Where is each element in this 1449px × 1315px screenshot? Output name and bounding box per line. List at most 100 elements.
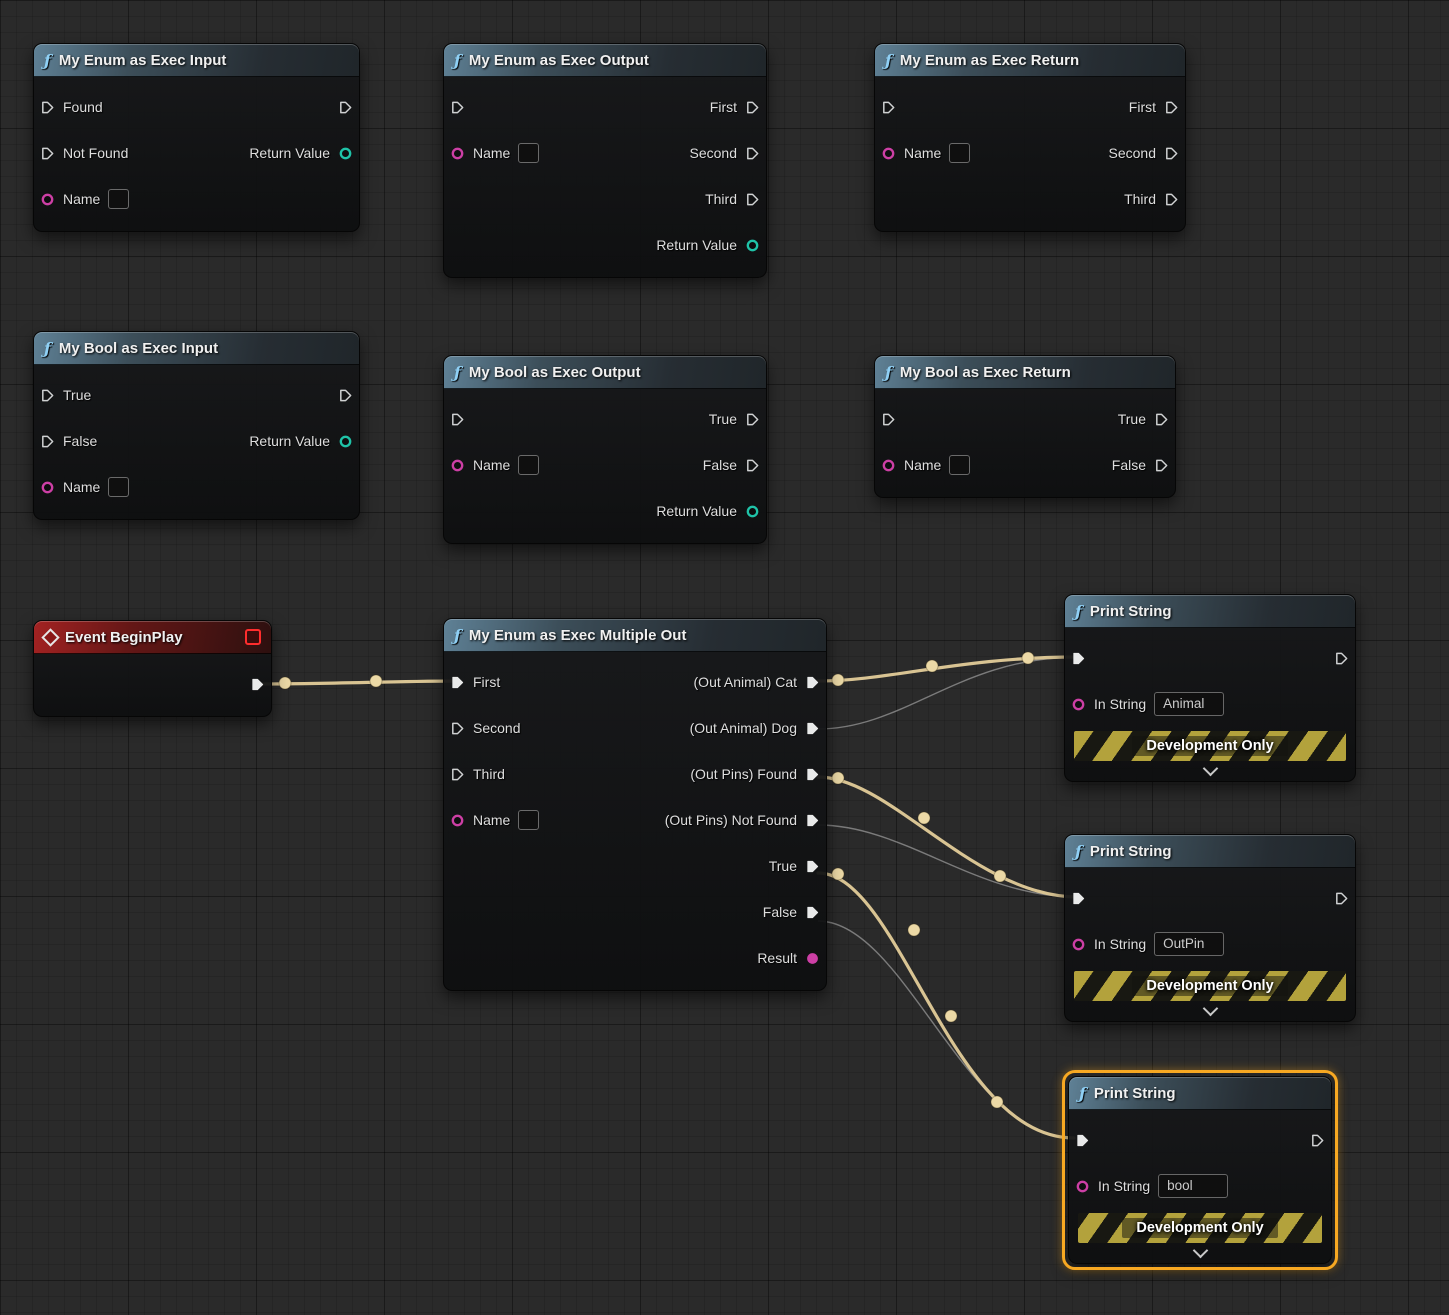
node-my-enum-as-exec-return[interactable]: ƒ My Enum as Exec Return Name First bbox=[874, 43, 1186, 232]
pin-return-value[interactable]: Return Value bbox=[650, 488, 766, 534]
pin-return-value[interactable]: Return Value bbox=[650, 222, 766, 268]
wire-found-to-print2[interactable] bbox=[816, 775, 1080, 899]
pin-name[interactable]: Name bbox=[34, 464, 135, 510]
string-pin-icon[interactable] bbox=[1075, 1179, 1090, 1194]
exec-pin-icon[interactable] bbox=[40, 100, 55, 115]
node-my-bool-as-exec-input[interactable]: ƒ My Bool as Exec Input True False Name bbox=[33, 331, 360, 520]
pin-false[interactable]: False bbox=[34, 418, 135, 464]
enum-pin-icon[interactable] bbox=[881, 458, 896, 473]
exec-pin-icon[interactable] bbox=[805, 675, 820, 690]
node-header[interactable]: ƒ My Enum as Exec Input bbox=[34, 44, 359, 77]
return-value-pin-icon[interactable] bbox=[338, 434, 353, 449]
exec-pin-icon[interactable] bbox=[450, 767, 465, 782]
exec-pin-icon[interactable] bbox=[1164, 146, 1179, 161]
result-pin-icon[interactable] bbox=[805, 951, 820, 966]
exec-pin-icon[interactable] bbox=[1154, 458, 1169, 473]
node-print-string-animal[interactable]: ƒ Print String In String Animal D bbox=[1064, 594, 1356, 782]
pin-name[interactable]: Name bbox=[875, 442, 976, 488]
enum-pin-icon[interactable] bbox=[40, 480, 55, 495]
pin-name[interactable]: Name bbox=[444, 130, 545, 176]
wire-notfound-to-print2[interactable] bbox=[817, 824, 1079, 898]
pin-exec-out[interactable] bbox=[1328, 635, 1355, 681]
pin-false[interactable]: False bbox=[697, 442, 766, 488]
name-value-field[interactable] bbox=[108, 189, 130, 209]
pin-name[interactable]: Name bbox=[444, 442, 545, 488]
pin-exec-in[interactable] bbox=[444, 84, 545, 130]
enum-pin-icon[interactable] bbox=[881, 146, 896, 161]
pin-out-pins-not-found[interactable]: (Out Pins) Not Found bbox=[659, 797, 826, 843]
pin-first[interactable]: First bbox=[444, 659, 545, 705]
exec-pin-icon[interactable] bbox=[745, 100, 760, 115]
exec-pin-icon[interactable] bbox=[40, 388, 55, 403]
in-string-field[interactable]: OutPin bbox=[1154, 932, 1225, 956]
exec-pin-icon[interactable] bbox=[250, 677, 265, 692]
enum-pin-icon[interactable] bbox=[450, 813, 465, 828]
enum-pin-icon[interactable] bbox=[450, 146, 465, 161]
node-my-enum-as-exec-output[interactable]: ƒ My Enum as Exec Output Name First bbox=[443, 43, 767, 278]
exec-pin-icon[interactable] bbox=[1310, 1133, 1325, 1148]
name-value-field[interactable] bbox=[518, 143, 540, 163]
exec-pin-icon[interactable] bbox=[40, 434, 55, 449]
pin-exec-in[interactable] bbox=[1069, 1117, 1234, 1163]
exec-pin-icon[interactable] bbox=[450, 100, 465, 115]
pin-true[interactable]: True bbox=[34, 372, 135, 418]
in-string-field[interactable]: Animal bbox=[1154, 692, 1225, 716]
exec-pin-icon[interactable] bbox=[1071, 651, 1086, 666]
node-my-bool-as-exec-return[interactable]: ƒ My Bool as Exec Return Name True bbox=[874, 355, 1176, 498]
exec-pin-icon[interactable] bbox=[338, 100, 353, 115]
exec-pin-icon[interactable] bbox=[450, 675, 465, 690]
node-header[interactable]: ƒ My Bool as Exec Return bbox=[875, 356, 1175, 389]
pin-out-pins-found[interactable]: (Out Pins) Found bbox=[684, 751, 826, 797]
pin-first[interactable]: First bbox=[1123, 84, 1185, 130]
exec-pin-icon[interactable] bbox=[745, 458, 760, 473]
node-header[interactable]: ƒ My Enum as Exec Multiple Out bbox=[444, 619, 826, 652]
exec-pin-icon[interactable] bbox=[1075, 1133, 1090, 1148]
node-header[interactable]: ƒ My Bool as Exec Output bbox=[444, 356, 766, 389]
node-header[interactable]: ƒ Print String bbox=[1069, 1077, 1331, 1110]
collapse-toggle[interactable] bbox=[1065, 760, 1355, 781]
pin-exec-in[interactable] bbox=[875, 84, 976, 130]
pin-return-value[interactable]: Return Value bbox=[243, 418, 359, 464]
pin-exec-out[interactable] bbox=[332, 84, 359, 130]
pin-exec-in[interactable] bbox=[875, 396, 976, 442]
name-value-field[interactable] bbox=[949, 143, 971, 163]
pin-in-string[interactable]: In String Animal bbox=[1065, 681, 1230, 727]
return-value-pin-icon[interactable] bbox=[338, 146, 353, 161]
return-value-pin-icon[interactable] bbox=[745, 238, 760, 253]
node-header[interactable]: ƒ My Enum as Exec Return bbox=[875, 44, 1185, 77]
enum-pin-icon[interactable] bbox=[40, 192, 55, 207]
exec-pin-icon[interactable] bbox=[881, 412, 896, 427]
node-print-string-outpin[interactable]: ƒ Print String In String OutPin D bbox=[1064, 834, 1356, 1022]
exec-pin-icon[interactable] bbox=[745, 192, 760, 207]
node-my-enum-as-exec-multiple-out[interactable]: ƒ My Enum as Exec Multiple Out First Sec… bbox=[443, 618, 827, 991]
exec-pin-icon[interactable] bbox=[745, 146, 760, 161]
exec-pin-icon[interactable] bbox=[745, 412, 760, 427]
pin-second[interactable]: Second bbox=[1103, 130, 1185, 176]
pin-not-found[interactable]: Not Found bbox=[34, 130, 135, 176]
enum-pin-icon[interactable] bbox=[450, 458, 465, 473]
pin-false[interactable]: False bbox=[757, 889, 826, 935]
pin-second[interactable]: Second bbox=[444, 705, 545, 751]
pin-third[interactable]: Third bbox=[1118, 176, 1185, 222]
exec-pin-icon[interactable] bbox=[450, 721, 465, 736]
pin-result[interactable]: Result bbox=[751, 935, 826, 981]
pin-exec-out[interactable] bbox=[244, 661, 271, 707]
exec-pin-icon[interactable] bbox=[805, 859, 820, 874]
pin-true[interactable]: True bbox=[703, 396, 766, 442]
pin-third[interactable]: Third bbox=[699, 176, 766, 222]
pin-out-animal-dog[interactable]: (Out Animal) Dog bbox=[684, 705, 826, 751]
pin-exec-in[interactable] bbox=[1065, 875, 1230, 921]
node-header[interactable]: ƒ Print String bbox=[1065, 595, 1355, 628]
exec-pin-icon[interactable] bbox=[1154, 412, 1169, 427]
pin-third[interactable]: Third bbox=[444, 751, 545, 797]
string-pin-icon[interactable] bbox=[1071, 697, 1086, 712]
node-my-enum-as-exec-input[interactable]: ƒ My Enum as Exec Input Found Not Found … bbox=[33, 43, 360, 232]
pin-name[interactable]: Name bbox=[444, 797, 545, 843]
exec-pin-icon[interactable] bbox=[805, 767, 820, 782]
collapse-toggle[interactable] bbox=[1069, 1242, 1331, 1263]
exec-pin-icon[interactable] bbox=[805, 813, 820, 828]
name-value-field[interactable] bbox=[518, 455, 540, 475]
pin-name[interactable]: Name bbox=[34, 176, 135, 222]
exec-pin-icon[interactable] bbox=[805, 721, 820, 736]
